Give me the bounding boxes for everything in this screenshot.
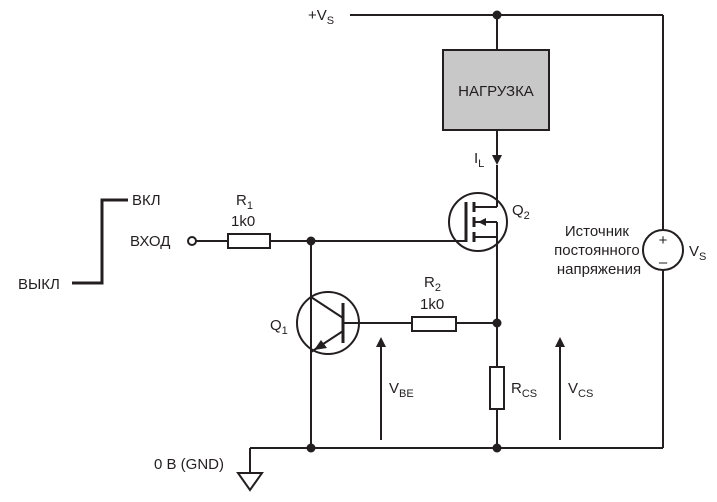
source-plus: + xyxy=(659,232,668,249)
input-label: ВХОД xyxy=(130,233,170,250)
q1-label: Q1 xyxy=(270,317,288,337)
ground-junction-rcs xyxy=(492,443,502,453)
supply-label: +VS xyxy=(308,7,334,27)
load-box xyxy=(442,49,550,131)
input-terminal xyxy=(187,236,197,246)
supply-rail xyxy=(350,10,664,448)
vcs-label: VCS xyxy=(568,380,593,400)
r2-name: R2 xyxy=(424,274,441,294)
r1-name: R1 xyxy=(236,192,253,212)
q2-mosfet xyxy=(448,192,508,323)
r2-resistor xyxy=(411,316,457,332)
input-step-waveform xyxy=(72,198,128,285)
dc-source xyxy=(642,229,684,271)
off-label: ВЫКЛ xyxy=(18,276,60,293)
r1-value: 1k0 xyxy=(231,213,255,230)
on-label: ВКЛ xyxy=(132,192,161,209)
load-label: НАГРУЗКА xyxy=(458,83,534,100)
rcs-label: RCS xyxy=(511,380,537,400)
ground-junction-q1 xyxy=(306,443,316,453)
source-description: Источник постоянного напряжения xyxy=(554,223,644,278)
source-minus: – xyxy=(659,254,668,271)
q2-label: Q2 xyxy=(512,202,530,222)
vs-label: VS xyxy=(689,243,706,263)
rcs-resistor xyxy=(489,366,505,410)
q1-transistor xyxy=(296,291,412,355)
current-label: IL xyxy=(474,150,484,170)
supply-junction xyxy=(492,10,502,20)
ground-symbol xyxy=(236,472,264,492)
r1-resistor xyxy=(227,233,271,249)
gnd-label: 0 В (GND) xyxy=(154,456,224,473)
r2-value: 1k0 xyxy=(420,296,444,313)
vbe-label: VBE xyxy=(389,380,414,400)
